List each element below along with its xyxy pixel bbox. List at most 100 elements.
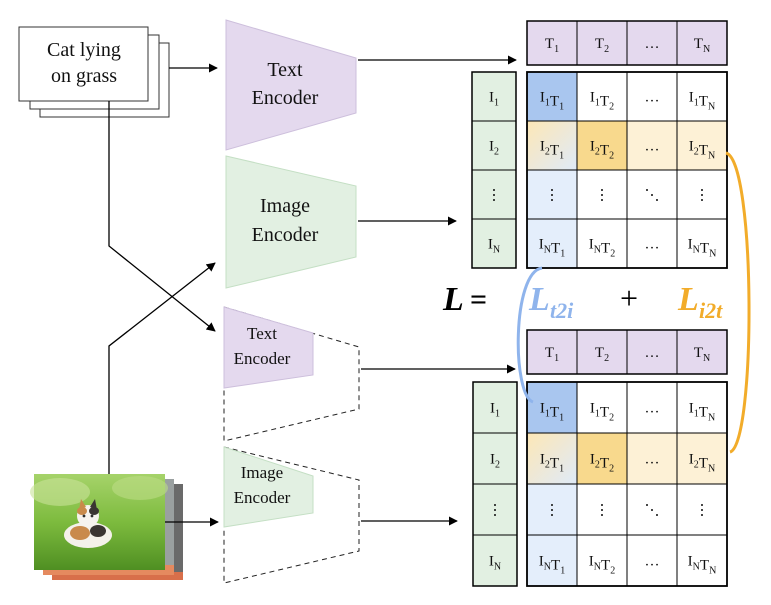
similarity-label: I2T2 [590,139,614,162]
similarity-label: I1T1 [540,90,564,113]
image-embedding-label: I2 [490,452,500,471]
cat-photo [30,474,168,570]
image-embedding-cell [471,120,517,171]
loss-plus: + [620,280,638,316]
similarity-cell [676,381,728,434]
ellipsis-label: … [645,452,660,468]
image-encoder-top-line1: Image [260,195,310,217]
text-encoder-top: Text Encoder [225,19,357,151]
similarity-cell [576,381,628,434]
i2t-bracket [725,151,751,454]
image-embedding-cell [471,218,517,269]
similarity-label: I1T1 [540,401,564,424]
text-encoder-bottom: Text Encoder [223,306,360,442]
ellipsis-label: ⋮ [595,188,610,204]
text-encoder-top-line1: Text [267,59,303,81]
similarity-label: INT2 [589,554,615,577]
text-card-front [18,26,149,102]
text-encoder-bottom-line2: Encoder [234,349,291,368]
loss-equation: L = L t2i + L i2t [442,280,723,323]
similarity-label: I2TN [689,452,715,475]
similarity-label: INT1 [539,237,565,260]
arrow-image-to-top-encoder [108,262,216,478]
similarity-label: I1T2 [590,90,614,113]
image-encoder-bottom-line2: Encoder [234,488,291,507]
similarity-cell [676,71,728,122]
input-caption-line2: on grass [51,65,117,87]
similarity-label: INTN [688,554,717,577]
image-input-stack [30,474,183,580]
loss-i2t-L: L [677,281,699,318]
similarity-label: I2T2 [590,452,614,475]
image-embedding-label: IN [489,554,501,573]
loss-symbol: L [442,281,464,318]
text-encoder-top-shape [225,19,357,151]
ellipsis-label: ⋮ [695,188,710,204]
similarity-cell [676,432,728,485]
text-encoder-top-line2: Encoder [252,87,319,109]
ellipsis-label: … [645,237,660,253]
text-embedding-label: … [645,345,660,361]
image-encoder-bottom-outline [223,446,360,584]
text-embedding-label: TN [694,36,710,55]
loss-t2i-sub: t2i [550,298,574,323]
similarity-cell [526,120,578,171]
similarity-cell [626,534,678,587]
similarity-label: INTN [688,237,717,260]
similarity-cell [626,483,678,536]
ellipsis-label: … [645,90,660,106]
text-embedding-cell [576,20,628,66]
image-embedding-cell [472,483,518,536]
ellipsis-label: ⋮ [695,503,710,519]
text-embedding-label: T1 [545,345,559,364]
image-encoder-top: Image Encoder [225,155,357,289]
image-embedding-cell [472,534,518,587]
image-encoder-bottom-line1: Image [241,463,283,482]
similarity-label: I1TN [689,401,715,424]
ellipsis-label: ⋱ [645,503,660,519]
similarity-label: I2T1 [540,139,564,162]
image-embedding-label: I1 [489,90,499,109]
text-embedding-label: … [645,36,660,52]
similarity-cell [526,534,578,587]
input-caption-line1: Cat lying [47,39,121,61]
ellipsis-label: … [645,401,660,417]
similarity-cell [626,120,678,171]
similarity-cell [626,169,678,220]
text-encoder-bottom-line1: Text [247,324,277,343]
similarity-cell [576,120,628,171]
image-embedding-label: I1 [490,401,500,420]
similarity-label: I1T2 [590,401,614,424]
similarity-label: I2TN [689,139,715,162]
image-embedding-cell [472,432,518,485]
image-encoder-top-line2: Encoder [252,224,319,246]
text-embedding-label: TN [694,345,710,364]
text-embedding-label: T2 [595,345,609,364]
image-encoder-bottom: Image Encoder [223,446,360,584]
ellipsis-label: ⋮ [545,188,560,204]
text-input-stack: Cat lying on grass [18,26,170,118]
loss-i2t-sub: i2t [699,298,723,323]
text-embedding-label: T1 [545,36,559,55]
similarity-cell [526,381,578,434]
similarity-cell [526,483,578,536]
similarity-label: INT1 [539,554,565,577]
image-embedding-label: IN [488,237,500,256]
text-embedding-cell [626,20,678,66]
image-encoder-bottom-shape [223,446,314,528]
loss-t2i-L: L [528,281,550,318]
similarity-cell [526,71,578,122]
ellipsis-label: ⋮ [595,503,610,519]
loss-equals: = [470,283,487,316]
similarity-label: I2T1 [540,452,564,475]
ellipsis-label: … [645,139,660,155]
image-embedding-cell [472,381,518,434]
similarity-label: INT2 [589,237,615,260]
similarity-cell [626,218,678,269]
similarity-cell [676,483,728,536]
image-embedding-label: ⋮ [487,188,502,204]
ellipsis-label: ⋮ [545,503,560,519]
similarity-cell [626,71,678,122]
